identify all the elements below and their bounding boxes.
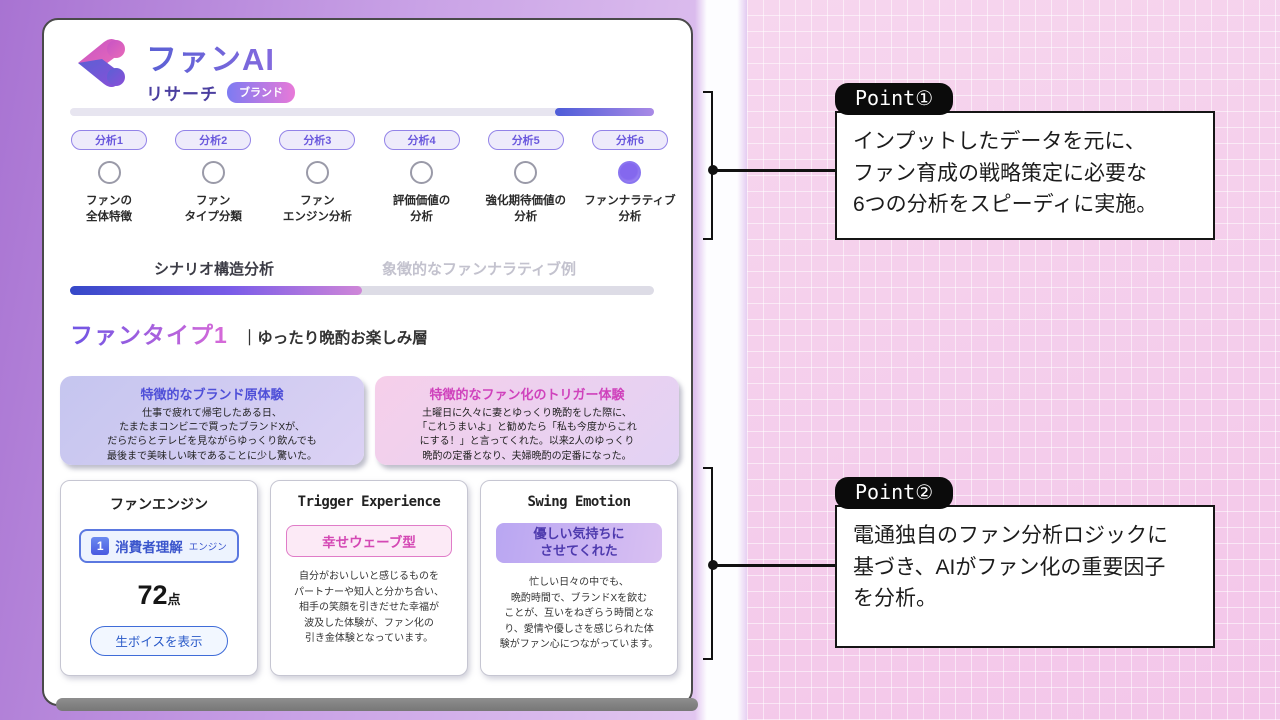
tab-narrative-example[interactable]: 象徴的なファンナラティブ例 — [364, 258, 594, 279]
point-1-text: インプットしたデータを元に、 ファン育成の戦略策定に必要な 6つの分析をスピーデ… — [835, 111, 1215, 240]
fan-ai-logo-icon — [78, 39, 125, 87]
step-caption-6: ファンナラティブ 分析 — [584, 195, 676, 223]
callout-2-line — [713, 564, 835, 567]
step-analysis-2: 分析2 ファン タイプ分類 — [164, 130, 262, 225]
step-radio-6-selected[interactable] — [618, 161, 642, 184]
app-title: ファンAI — [146, 34, 295, 79]
step-caption-3: ファン エンジン分析 — [282, 195, 352, 223]
tab-scenario-structure[interactable]: シナリオ構造分析 — [64, 258, 364, 279]
engine-score: 72点 — [61, 580, 257, 611]
logo: ファンAI リサーチ ブランド — [64, 34, 295, 105]
step-caption-4: 評価価値の 分析 — [392, 195, 451, 223]
bottom-scrollbar[interactable] — [56, 698, 698, 711]
step-pill-3[interactable]: 分析3 — [279, 130, 356, 150]
fan-type-heading: ファンタイプ1 ｜ゆったり晩酌お楽しみ層 — [70, 316, 428, 350]
point-1-label: Point① — [835, 83, 954, 115]
gentle-feeling-tag: 優しい気持ちに させてくれた — [496, 523, 662, 563]
top-progress-track — [70, 108, 654, 116]
fan-type-subtitle: ｜ゆったり晩酌お楽しみ層 — [241, 330, 428, 347]
point-2-label: Point② — [835, 477, 954, 509]
app-subtitle: リサーチ — [146, 85, 218, 104]
callout-1-dot — [708, 165, 718, 175]
top-progress-fill — [554, 108, 654, 116]
trigger-card-title: Trigger Experience — [297, 494, 441, 510]
trigger-experience-body: 土曜日に久々に妻とゆっくり晩酌をした際に、 「これうまいよ」と勧めたら「私も今度… — [417, 408, 637, 462]
trigger-experience-box: 特徴的なファン化のトリガー体験 土曜日に久々に妻とゆっくり晩酌をした際に、 「こ… — [375, 376, 679, 465]
engine-number-badge: 1 — [91, 537, 110, 555]
step-caption-2: ファン タイプ分類 — [184, 195, 242, 223]
engine-suffix: エンジン — [188, 542, 227, 553]
swing-card-title: Swing Emotion — [527, 494, 631, 510]
logo-text: ファンAI リサーチ ブランド — [146, 34, 295, 105]
step-pill-5[interactable]: 分析5 — [487, 130, 564, 150]
callout-2-dot — [708, 560, 718, 570]
engine-score-unit: 点 — [167, 592, 181, 607]
fan-type-title: ファンタイプ1 — [70, 316, 228, 350]
step-pill-2[interactable]: 分析2 — [175, 130, 252, 150]
brand-origin-title: 特徴的なブランド原体験 — [140, 387, 284, 402]
scenario-progress-track — [70, 286, 654, 295]
experience-boxes: 特徴的なブランド原体験 仕事で疲れて帰宅したある日、 たまたまコンビニで買ったブ… — [60, 376, 679, 465]
step-caption-5: 強化期待価値の 分析 — [485, 195, 567, 223]
fan-ai-research-window: ファンAI リサーチ ブランド 分析1 ファンの 全体特徴 分析2 ファン タイ… — [42, 18, 693, 706]
step-pill-1[interactable]: 分析1 — [71, 130, 147, 150]
step-pill-4[interactable]: 分析4 — [383, 130, 460, 150]
swing-emotion-card: Swing Emotion 優しい気持ちに させてくれた 忙しい日々の中でも、 … — [480, 480, 678, 676]
step-radio-4[interactable] — [410, 161, 434, 184]
trigger-card-body: 自分がおいしいと感じるものを パートナーや知人と分かち合い、 相手の笑顔を引きだ… — [294, 571, 444, 644]
step-radio-1[interactable] — [97, 161, 121, 184]
analysis-steps: 分析1 ファンの 全体特徴 分析2 ファン タイプ分類 分析3 ファン エンジン… — [44, 130, 695, 225]
step-pill-6[interactable]: 分析6 — [591, 130, 668, 150]
step-radio-5[interactable] — [514, 161, 538, 184]
step-radio-2[interactable] — [201, 161, 225, 184]
point-2-text: 電通独自のファン分析ロジックに 基づき、AIがファン化の重要因子 を分析。 — [835, 505, 1215, 648]
step-analysis-3: 分析3 ファン エンジン分析 — [268, 130, 366, 225]
brand-origin-experience-box: 特徴的なブランド原体験 仕事で疲れて帰宅したある日、 たまたまコンビニで買ったブ… — [60, 376, 364, 465]
trigger-experience-card: Trigger Experience 幸せウェーブ型 自分がおいしいと感じるもの… — [270, 480, 468, 676]
step-analysis-6: 分析6 ファンナラティブ 分析 — [581, 130, 679, 225]
step-analysis-5: 分析5 強化期待価値の 分析 — [477, 130, 575, 225]
step-radio-3[interactable] — [305, 161, 329, 184]
fan-engine-card: ファンエンジン 1 消費者理解 エンジン 72点 生ボイスを表示 — [60, 480, 258, 676]
consumer-understanding-engine-chip: 1 消費者理解 エンジン — [79, 529, 239, 563]
step-analysis-1: 分析1 ファンの 全体特徴 — [60, 130, 158, 225]
fan-engine-card-title: ファンエンジン — [110, 496, 208, 512]
swing-card-body: 忙しい日々の中でも、 晩酌時間で、ブランドXを飲む ことが、互いをねぎらう時間と… — [499, 577, 659, 650]
happy-wave-tag: 幸せウェーブ型 — [286, 525, 452, 557]
detail-cards: ファンエンジン 1 消費者理解 エンジン 72点 生ボイスを表示 Trigger… — [60, 480, 679, 676]
step-analysis-4: 分析4 評価価値の 分析 — [373, 130, 471, 225]
trigger-experience-title: 特徴的なファン化のトリガー体験 — [429, 387, 625, 402]
background-divider-strip — [695, 0, 749, 720]
callout-1-line — [713, 169, 835, 172]
brand-origin-body: 仕事で疲れて帰宅したある日、 たまたまコンビニで買ったブランドXが、 だらだらと… — [107, 408, 317, 462]
show-raw-voice-button[interactable]: 生ボイスを表示 — [90, 626, 228, 656]
brand-badge: ブランド — [227, 82, 295, 103]
scenario-progress-fill — [70, 286, 362, 295]
step-caption-1: ファンの 全体特徴 — [86, 195, 132, 223]
engine-score-value: 72 — [137, 580, 168, 610]
engine-name: 消費者理解 — [115, 540, 183, 555]
